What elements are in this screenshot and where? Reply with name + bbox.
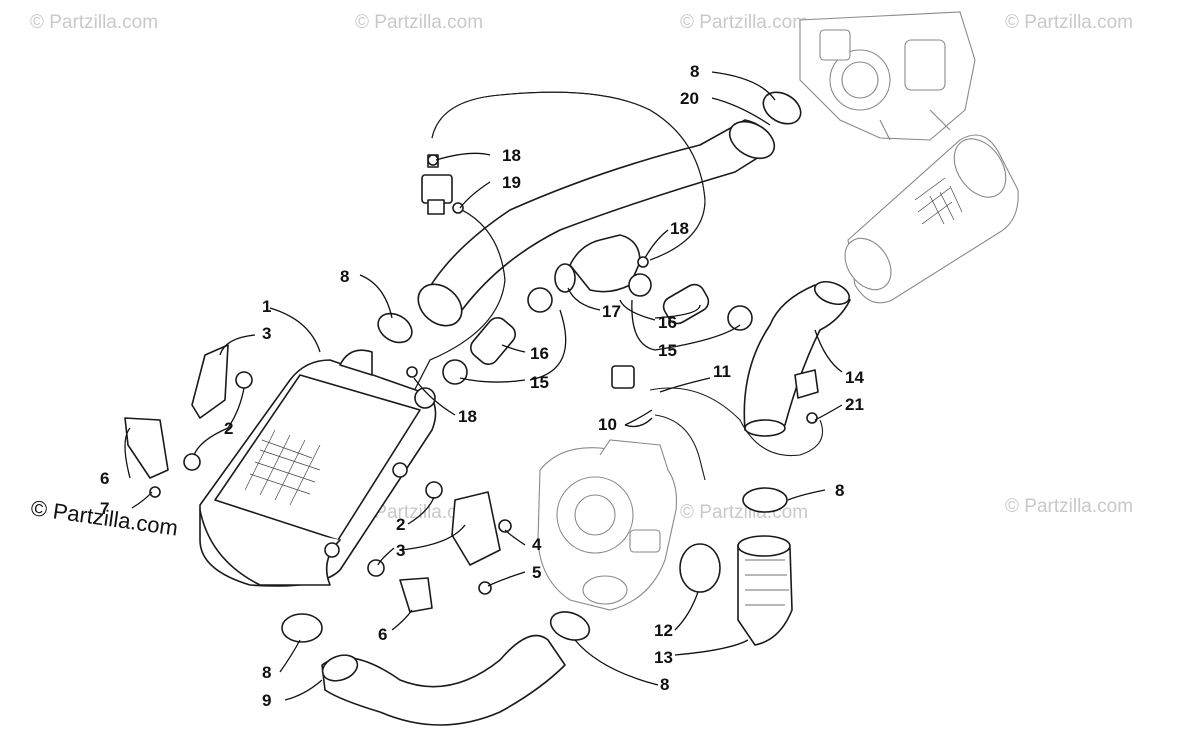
callout-2: 2 <box>396 515 405 534</box>
callout-17: 17 <box>602 302 621 321</box>
bolt-5 <box>478 581 492 595</box>
grommet-2 <box>235 371 253 389</box>
throttle-body-drawing <box>799 11 976 141</box>
bracket-6-right <box>399 577 433 613</box>
callout-21: 21 <box>845 395 864 414</box>
fitting-18 <box>637 256 649 268</box>
leader-lines <box>124 71 843 701</box>
watermark: © Partzilla.com <box>680 12 808 33</box>
watermark-layer: © Partzilla.com © Partzilla.com © Partzi… <box>30 12 1133 523</box>
callout-6: 6 <box>100 469 109 488</box>
callout-19: 19 <box>502 173 521 192</box>
air-filter-drawing <box>844 134 1019 304</box>
callout-18: 18 <box>502 146 521 165</box>
callout-1: 1 <box>262 297 271 316</box>
clamp-12 <box>679 543 721 593</box>
fitting-18 <box>406 366 418 378</box>
callout-12: 12 <box>654 621 673 640</box>
callout-8: 8 <box>690 62 699 81</box>
watermark: © Partzilla.com <box>355 502 483 523</box>
hose-clamp-8 <box>281 613 323 643</box>
callout-11: 11 <box>713 362 731 381</box>
callout-18: 18 <box>458 407 477 426</box>
watermark: © Partzilla.com <box>355 12 483 33</box>
callout-18: 18 <box>670 219 689 238</box>
callout-3: 3 <box>262 324 271 343</box>
hose-clamp-8 <box>762 91 802 125</box>
callout-13: 13 <box>654 648 673 667</box>
callout-9: 9 <box>262 691 271 710</box>
air-elbow-drawing <box>743 280 851 437</box>
fitting-21 <box>806 412 818 424</box>
clamp-15 <box>527 287 553 313</box>
callout-15: 15 <box>530 373 549 392</box>
watermark: © Partzilla.com <box>1005 496 1133 517</box>
clamp-15 <box>442 359 468 385</box>
turbocharger-drawing <box>537 439 678 611</box>
vacuum-hose-11 <box>649 387 824 457</box>
watermark: © Partzilla.com <box>1005 12 1133 33</box>
callout-8: 8 <box>262 663 271 682</box>
callout-3: 3 <box>396 541 405 560</box>
nut-4 <box>498 519 512 533</box>
callout-14: 14 <box>845 368 864 387</box>
callout-16: 16 <box>658 313 677 332</box>
callout-6: 6 <box>378 625 387 644</box>
callout-labels: 1 2 2 3 3 4 5 6 6 7 8 8 8 8 8 9 10 11 12… <box>100 62 864 710</box>
vacuum-hose-10 <box>654 414 706 481</box>
intake-tube-drawing <box>417 119 776 327</box>
callout-8: 8 <box>340 267 349 286</box>
fastener-7 <box>149 486 161 498</box>
hose-clamp-8 <box>377 312 413 344</box>
bracket-3-right <box>451 491 501 566</box>
clamp-15 <box>628 273 652 297</box>
grommet-2 <box>183 453 201 471</box>
callout-8: 8 <box>835 481 844 500</box>
sensor-drawing <box>611 365 635 389</box>
bracket-6-left <box>124 417 169 479</box>
grommet-2 <box>367 559 385 577</box>
callout-10: 10 <box>598 415 617 434</box>
callout-15: 15 <box>658 341 677 360</box>
hose-16-left <box>470 317 516 365</box>
callout-20: 20 <box>680 89 699 108</box>
intercooler-drawing <box>199 349 437 587</box>
outlet-hose-drawing <box>321 634 566 726</box>
callout-4: 4 <box>532 535 542 554</box>
callout-16: 16 <box>530 344 549 363</box>
watermark: © Partzilla.com <box>30 12 158 33</box>
grommet-2 <box>425 481 443 499</box>
fitting-19 <box>452 202 464 214</box>
hose-clamp-8 <box>549 611 591 641</box>
bracket-3-left <box>191 344 229 419</box>
callout-5: 5 <box>532 563 541 582</box>
hose-clamp-8 <box>742 487 788 513</box>
coupler-drawing <box>737 535 793 646</box>
callout-7: 7 <box>100 499 109 518</box>
callout-8: 8 <box>660 675 669 694</box>
callout-2: 2 <box>224 419 233 438</box>
clamp-15 <box>727 305 753 331</box>
hose-16-right <box>662 283 710 325</box>
